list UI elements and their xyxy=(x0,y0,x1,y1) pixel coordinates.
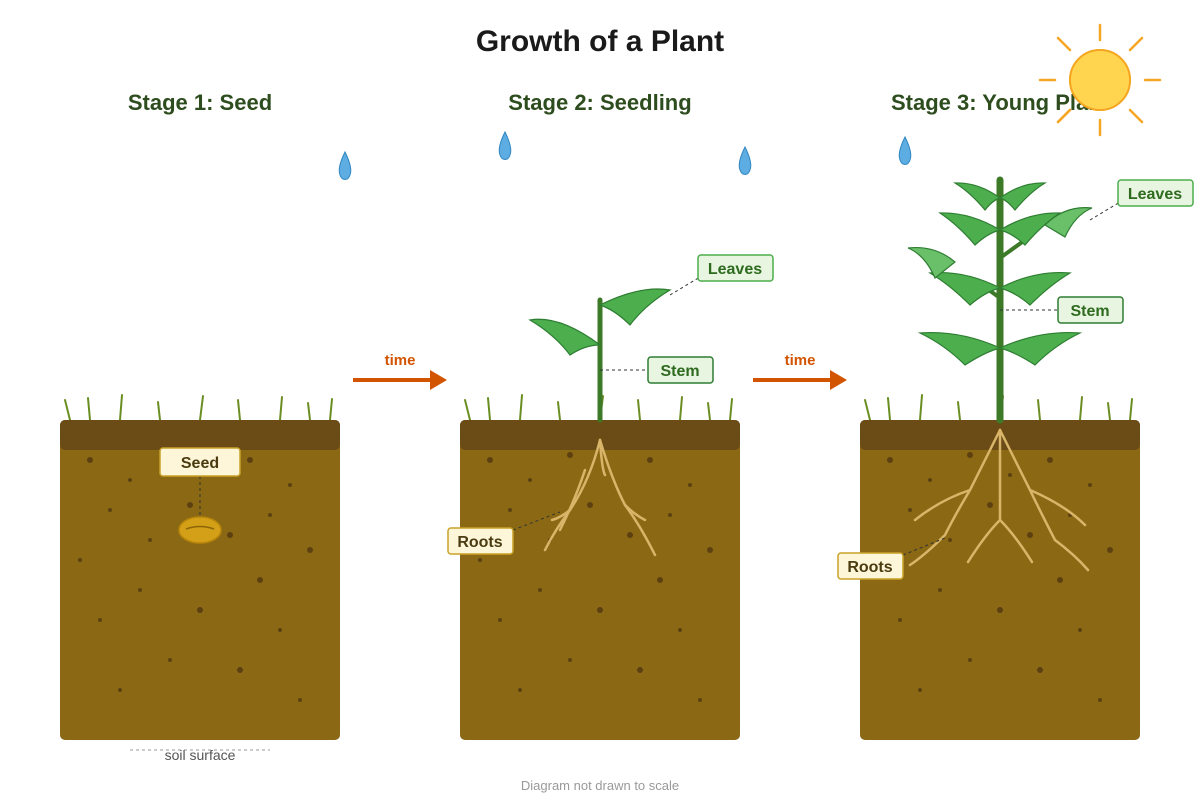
time-label-2: time xyxy=(785,352,816,369)
stage-2-heading: Stage 2: Seedling xyxy=(508,90,691,115)
stem-label: Stem xyxy=(1070,303,1109,320)
stage-1-heading: Stage 1: Seed xyxy=(128,90,272,115)
leaves-label: Leaves xyxy=(1128,186,1182,203)
leaves-label: Leaves xyxy=(708,261,762,278)
roots-label: Roots xyxy=(847,559,892,576)
sun-overlay-icon xyxy=(1056,49,1131,124)
water-drop-icon xyxy=(898,135,912,165)
seedling-leaves xyxy=(528,288,672,356)
young-plant-roots xyxy=(908,428,1090,572)
roots-callout-stage-2: Roots xyxy=(447,527,514,555)
time-label-1: time xyxy=(385,352,416,369)
time-arrow-1: time xyxy=(353,352,447,390)
diagram-title: Growth of a Plant xyxy=(476,25,724,58)
seedling-roots xyxy=(543,438,657,557)
arrow-right-icon xyxy=(430,370,447,390)
time-arrow-2: time xyxy=(753,352,847,390)
footnote: Diagram not drawn to scale xyxy=(521,778,679,793)
stem-callout-stage-2: Stem xyxy=(647,356,714,384)
seed-icon xyxy=(178,516,222,544)
roots-callout-stage-3: Roots xyxy=(837,552,904,580)
young-plant-leaves xyxy=(907,182,1093,366)
stem-label: Stem xyxy=(660,363,699,380)
water-drop-icon xyxy=(498,130,512,160)
young-plant-stem xyxy=(973,176,1027,424)
soil-block-stage-3 xyxy=(860,394,1140,740)
soil-block-stage-2 xyxy=(460,394,740,740)
water-drop-icon xyxy=(738,145,752,175)
soil-block-stage-1 xyxy=(60,394,340,740)
roots-label: Roots xyxy=(457,534,502,551)
arrow-right-icon xyxy=(830,370,847,390)
seed-label: Seed xyxy=(181,455,219,472)
leaves-callout-stage-3: Leaves xyxy=(1117,179,1194,207)
seed-callout: Seed xyxy=(159,447,241,477)
soil-surface-label: soil surface xyxy=(165,747,236,763)
water-drop-icon xyxy=(338,150,352,180)
leaves-callout-stage-2: Leaves xyxy=(697,254,774,282)
stem-callout-stage-3: Stem xyxy=(1057,296,1124,324)
